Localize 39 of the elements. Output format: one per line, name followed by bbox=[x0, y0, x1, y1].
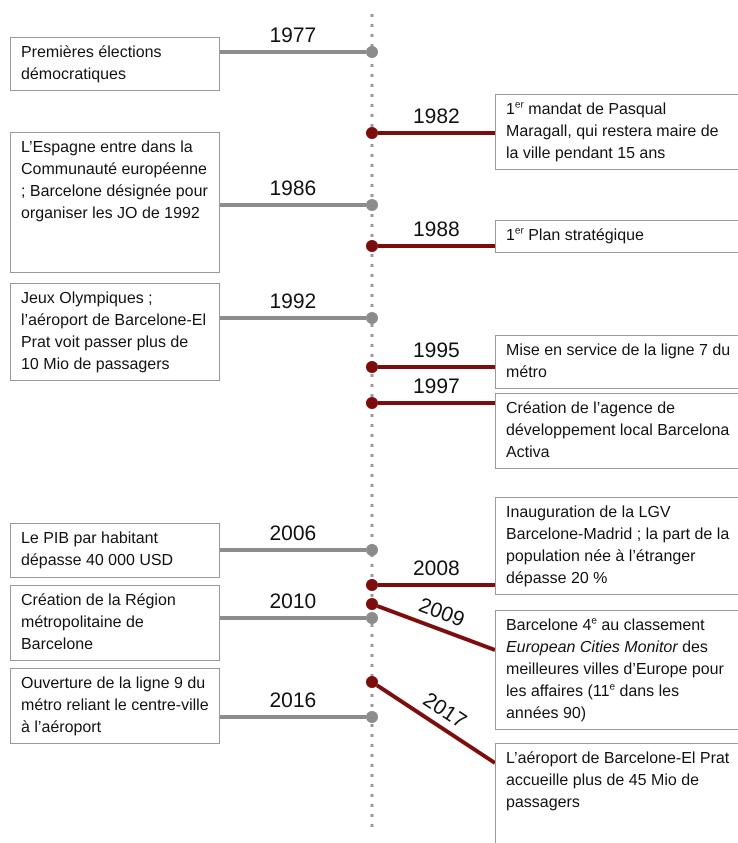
connector-line bbox=[220, 548, 366, 552]
connector-line bbox=[220, 203, 366, 207]
timeline-dot bbox=[366, 676, 378, 688]
timeline-dot bbox=[366, 199, 378, 211]
event-text-box: Barcelone 4$^{e}$ au classement European Cities Monitor des meilleures villes d’Europe pour les affaires (11$^{e}$ dans les années 90) bbox=[495, 610, 738, 730]
event-text-box: Mise en service de la ligne 7 du métro bbox=[495, 335, 738, 389]
connector-line bbox=[378, 583, 495, 587]
event-text-box: Jeux Olympiques ; l’aéroport de Barcelone-El Prat voit passer plus de 10 Mio de passagers bbox=[10, 283, 220, 381]
event-text-box: 1$^{er}$ mandat de Pasqual Maragall, qui restera maire de la ville pendant 15 ans bbox=[495, 94, 738, 170]
connector-line bbox=[378, 401, 495, 405]
connector-line bbox=[378, 131, 495, 135]
timeline-dot bbox=[366, 46, 378, 58]
connector-line bbox=[220, 50, 366, 54]
event-text-box: L’aéroport de Barcelone-El Prat accueille plus de 45 Mio de passagers bbox=[495, 743, 738, 843]
connector-line bbox=[220, 316, 366, 320]
connector-line bbox=[378, 365, 495, 369]
event-text-box: Premières élections démocratiques bbox=[10, 37, 220, 91]
event-text-box: L’Espagne entre dans la Communauté européenne ; Barcelone désignée pour organiser les JO de 1992 bbox=[10, 132, 220, 273]
event-text-box: Ouverture de la ligne 9 du métro reliant le centre-ville à l’aéroport bbox=[10, 668, 220, 744]
timeline-dot bbox=[366, 711, 378, 723]
event-text-box: Inauguration de la LGV Barcelone-Madrid ; la part de la population née à l’étranger dépasse 20 % bbox=[495, 497, 738, 595]
connector-line bbox=[220, 715, 366, 719]
event-text-box: 1$^{er}$ Plan stratégique bbox=[495, 220, 738, 253]
timeline-dot bbox=[366, 361, 378, 373]
event-text-box: Le PIB par habitant dépasse 40 000 USD bbox=[10, 523, 220, 578]
timeline-dot bbox=[366, 397, 378, 409]
event-text-box: Création de la Région métropolitaine de Barcelone bbox=[10, 585, 220, 661]
timeline-dot bbox=[366, 598, 378, 610]
timeline-dot bbox=[366, 544, 378, 556]
event-text-box: Création de l’agence de développement local Barcelona Activa bbox=[495, 393, 738, 469]
connector-line bbox=[376, 684, 496, 765]
timeline-dot bbox=[366, 240, 378, 252]
timeline-dot bbox=[366, 579, 378, 591]
connector-line bbox=[220, 616, 366, 620]
timeline-dot bbox=[366, 612, 378, 624]
timeline-dot bbox=[366, 312, 378, 324]
connector-line bbox=[376, 604, 496, 652]
timeline-dot bbox=[366, 127, 378, 139]
connector-line bbox=[378, 244, 495, 248]
